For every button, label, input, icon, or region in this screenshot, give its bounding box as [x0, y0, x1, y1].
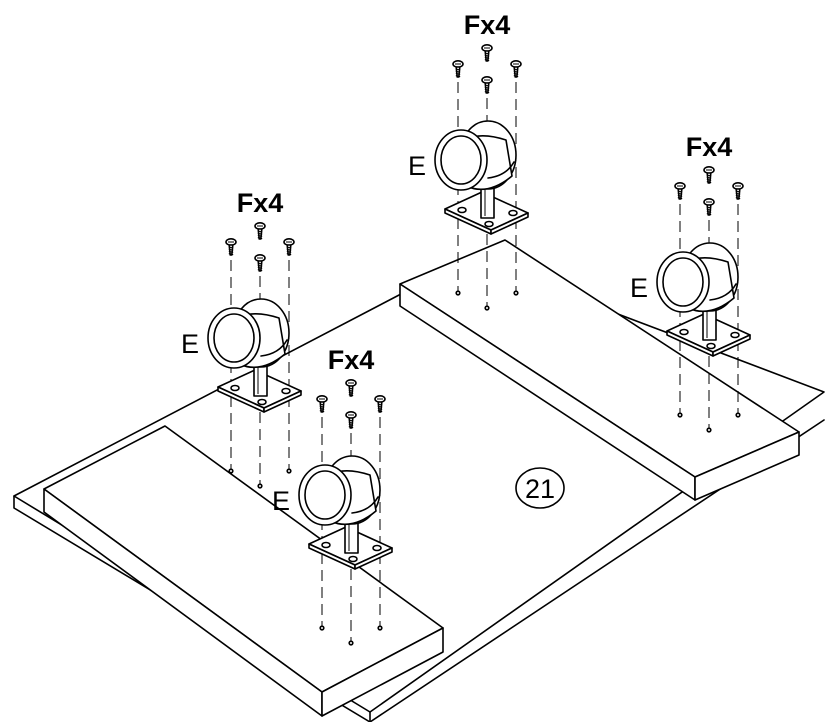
- caster-wheel-icon: [207, 298, 290, 369]
- front-batten: [43, 425, 444, 717]
- screw-quantity-label: Fx4: [328, 345, 375, 375]
- screw-icon: [674, 181, 686, 200]
- screw-quantity-label: Fx4: [686, 132, 733, 162]
- screw-icon: [510, 59, 522, 78]
- screw-hole: [377, 625, 383, 631]
- back-batten: [399, 239, 800, 501]
- screw-quantity-label: Fx4: [464, 10, 511, 40]
- screw-icon: [732, 181, 744, 200]
- screw-quantity-label: Fx4: [237, 188, 284, 218]
- screw-hole: [319, 625, 325, 631]
- screw-icon: [316, 394, 328, 413]
- screw-hole: [735, 412, 741, 418]
- screw-icon: [345, 378, 357, 397]
- screw-hole: [286, 468, 292, 474]
- screw-hole: [706, 427, 712, 433]
- part-label: E: [181, 329, 199, 359]
- screw-icon: [703, 197, 715, 216]
- step-number: 21: [525, 474, 555, 504]
- screw-icon: [374, 394, 386, 413]
- caster-wheel-icon: [298, 455, 381, 526]
- screw-hole: [455, 290, 461, 296]
- screw-icon: [283, 237, 295, 256]
- part-label: E: [630, 273, 648, 303]
- screw-icon: [481, 43, 493, 62]
- screw-icon: [452, 59, 464, 78]
- screw-icon: [225, 237, 237, 256]
- screw-icon: [254, 221, 266, 240]
- caster-wheel-icon: [434, 120, 517, 191]
- part-label: E: [272, 486, 290, 516]
- screw-icon: [481, 75, 493, 94]
- screw-hole: [228, 468, 234, 474]
- step-number-badge: 21: [515, 467, 565, 509]
- screw-hole: [257, 483, 263, 489]
- screw-hole: [677, 412, 683, 418]
- caster-wheel-icon: [656, 242, 739, 313]
- screw-icon: [254, 253, 266, 272]
- screw-hole: [513, 290, 519, 296]
- part-label: E: [408, 151, 426, 181]
- screw-hole: [484, 305, 490, 311]
- screw-icon: [345, 410, 357, 429]
- screw-icon: [703, 165, 715, 184]
- screw-hole: [348, 640, 354, 646]
